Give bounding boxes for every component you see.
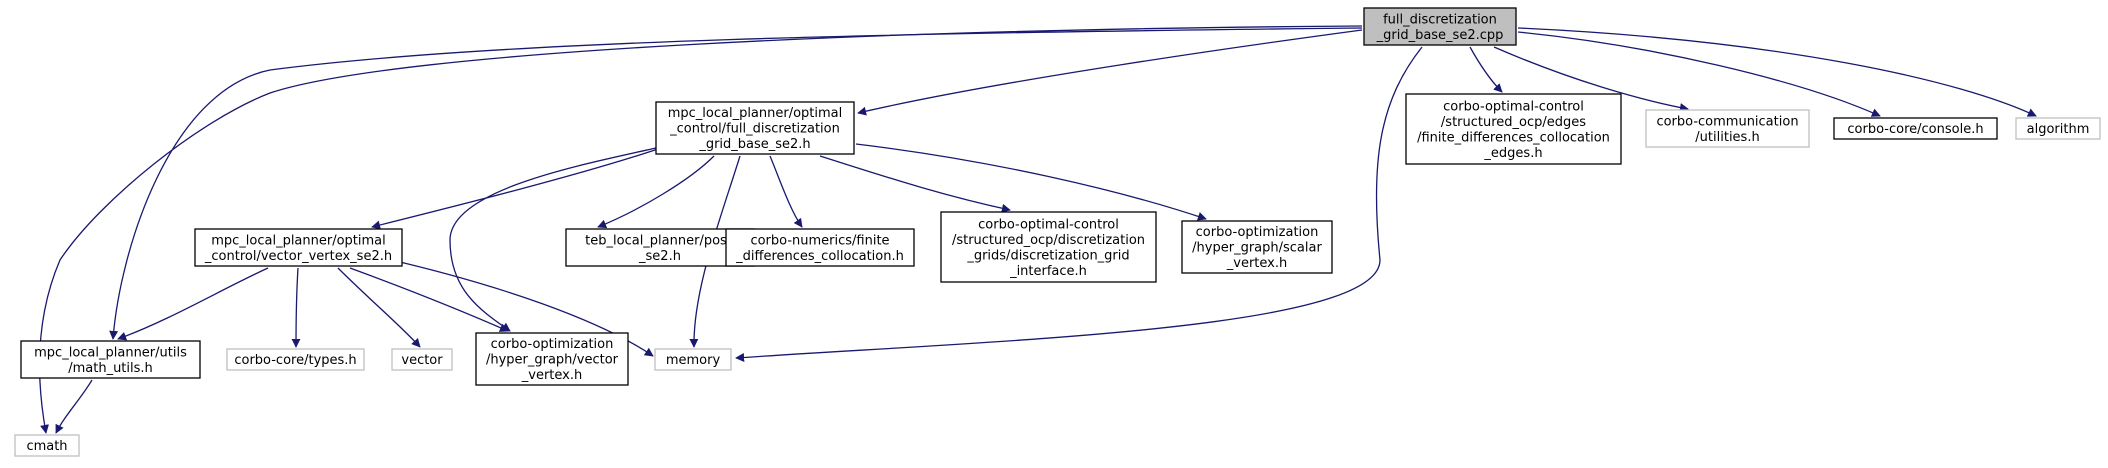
node-root[interactable]: full_discretization_grid_base_se2.cpp bbox=[1363, 7, 1517, 46]
node-box bbox=[14, 434, 80, 457]
node-box bbox=[940, 211, 1157, 283]
node-label-line: _vertex.h bbox=[1226, 256, 1287, 271]
node-box bbox=[725, 228, 915, 267]
edge-vvse2-to-memory bbox=[382, 257, 654, 357]
node-label-line: _differences_collocation.h bbox=[735, 249, 904, 264]
node-types[interactable]: corbo-core/types.h bbox=[226, 348, 365, 371]
node-dgi[interactable]: corbo-optimal-control/structured_ocp/dis… bbox=[940, 211, 1157, 283]
edge-root-to-mathu bbox=[109, 27, 1363, 340]
node-label-line: /structured_ocp/discretization bbox=[952, 233, 1145, 248]
node-label-line: /finite_differences_collocation bbox=[1417, 130, 1610, 145]
node-fdc[interactable]: corbo-numerics/finite_differences_colloc… bbox=[725, 228, 915, 267]
node-label-line: algorithm bbox=[2027, 122, 2090, 137]
node-label-line: corbo-optimization bbox=[491, 337, 614, 352]
node-label-line: _grid_base_se2.h bbox=[698, 137, 810, 152]
node-memory[interactable]: memory bbox=[654, 348, 732, 371]
edge-vvse2-to-vvertex bbox=[349, 267, 509, 332]
edge-vvse2-to-mathu bbox=[117, 267, 269, 341]
node-box bbox=[654, 348, 732, 371]
node-label-line: /math_utils.h bbox=[68, 361, 153, 376]
node-box bbox=[2015, 117, 2101, 140]
node-console[interactable]: corbo-core/console.h bbox=[1833, 117, 1998, 140]
edge-root-to-console bbox=[1517, 31, 1881, 117]
edge-full_hdr-to-scalar bbox=[855, 143, 1207, 221]
node-label-line: _vertex.h bbox=[521, 368, 582, 383]
edge-full_hdr-to-fdc bbox=[769, 155, 803, 228]
node-label-line: corbo-core/types.h bbox=[234, 353, 356, 368]
include-nodes: full_discretization_grid_base_se2.cppmpc… bbox=[14, 7, 2101, 457]
node-cmath[interactable]: cmath bbox=[14, 434, 80, 457]
edge-root-to-cmath bbox=[38, 25, 1363, 434]
node-box bbox=[226, 348, 365, 371]
node-label-line: corbo-communication bbox=[1656, 114, 1798, 129]
node-label-line: _se2.h bbox=[638, 249, 681, 264]
node-full_hdr[interactable]: mpc_local_planner/optimal_control/full_d… bbox=[655, 101, 855, 155]
node-label-line: _edges.h bbox=[1483, 146, 1542, 161]
node-label-line: _control/full_discretization bbox=[669, 122, 840, 137]
node-box bbox=[1833, 117, 1998, 140]
node-label-line: corbo-optimization bbox=[1196, 225, 1319, 240]
node-pose[interactable]: teb_local_planner/pose_se2.h bbox=[565, 228, 755, 267]
node-label-line: corbo-core/console.h bbox=[1847, 122, 1983, 137]
edge-full_hdr-to-vvse2 bbox=[371, 148, 659, 230]
node-box bbox=[391, 348, 453, 371]
node-box bbox=[655, 101, 855, 155]
edge-vvse2-to-vector bbox=[337, 267, 421, 348]
node-label-line: mpc_local_planner/optimal bbox=[668, 106, 843, 121]
node-vvertex[interactable]: corbo-optimization/hyper_graph/vector_ve… bbox=[475, 332, 629, 386]
node-label-line: mpc_local_planner/optimal bbox=[211, 233, 386, 248]
edge-root-to-memory bbox=[735, 46, 1423, 362]
node-label-line: cmath bbox=[26, 439, 67, 454]
node-label-line: vector bbox=[401, 353, 443, 368]
node-label-line: /hyper_graph/scalar bbox=[1192, 241, 1322, 256]
node-label-line: mpc_local_planner/utils bbox=[34, 345, 187, 360]
edge-full_hdr-to-dgi bbox=[819, 155, 1011, 213]
node-box bbox=[1363, 7, 1517, 46]
node-label-line: _grids/discretization_grid bbox=[966, 248, 1129, 263]
node-vvse2[interactable]: mpc_local_planner/optimal_control/vector… bbox=[194, 228, 403, 267]
node-mathu[interactable]: mpc_local_planner/utils/math_utils.h bbox=[20, 340, 201, 379]
node-label-line: /utilities.h bbox=[1695, 130, 1759, 145]
node-label-line: corbo-optimal-control bbox=[978, 217, 1119, 232]
node-label-line: /hyper_graph/vector bbox=[486, 353, 619, 368]
node-fd_edges[interactable]: corbo-optimal-control/structured_ocp/edg… bbox=[1405, 93, 1622, 165]
node-label-line: teb_local_planner/pose bbox=[585, 233, 735, 248]
node-vector[interactable]: vector bbox=[391, 348, 453, 371]
edge-root-to-algorithm bbox=[1517, 27, 2037, 117]
node-label-line: _control/vector_vertex_se2.h bbox=[204, 249, 392, 264]
edge-root-to-fd_edges bbox=[1469, 46, 1503, 93]
node-label-line: full_discretization bbox=[1383, 12, 1497, 27]
node-box bbox=[475, 332, 629, 386]
node-box bbox=[20, 340, 201, 379]
node-comm_util[interactable]: corbo-communication/utilities.h bbox=[1645, 109, 1810, 148]
node-label-line: corbo-optimal-control bbox=[1443, 99, 1584, 114]
edge-root-to-full_hdr bbox=[857, 29, 1363, 116]
edge-full_hdr-to-pose bbox=[597, 155, 715, 229]
node-label-line: /structured_ocp/edges bbox=[1441, 115, 1586, 130]
edge-mathu-to-cmath bbox=[55, 379, 93, 434]
node-label-line: _grid_base_se2.cpp bbox=[1376, 28, 1504, 43]
edge-root-to-comm_util bbox=[1493, 46, 1689, 112]
edge-full_hdr-to-vvertex bbox=[449, 147, 657, 332]
node-label-line: corbo-numerics/finite bbox=[750, 233, 889, 248]
node-algorithm[interactable]: algorithm bbox=[2015, 117, 2101, 140]
node-box bbox=[194, 228, 403, 267]
node-box bbox=[565, 228, 755, 267]
node-scalar[interactable]: corbo-optimization/hyper_graph/scalar_ve… bbox=[1181, 220, 1333, 274]
node-label-line: memory bbox=[666, 353, 721, 368]
node-box bbox=[1181, 220, 1333, 274]
node-box bbox=[1645, 109, 1810, 148]
node-label-line: _interface.h bbox=[1009, 264, 1087, 279]
edge-vvse2-to-types bbox=[291, 267, 301, 348]
node-box bbox=[1405, 93, 1622, 165]
